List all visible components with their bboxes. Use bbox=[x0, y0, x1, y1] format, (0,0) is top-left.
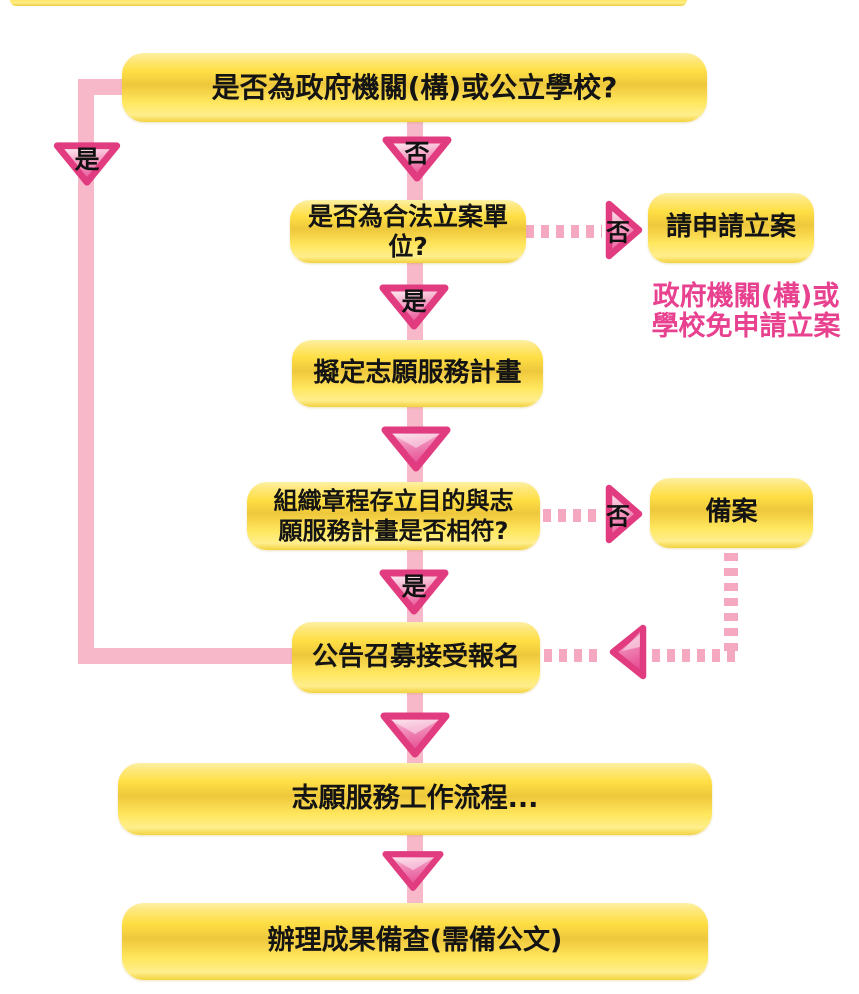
node-q-charter-label: 組織章程存立目的與志 願服務計畫是否相符? bbox=[274, 486, 514, 546]
connector-dashed-no-1 bbox=[526, 225, 602, 238]
node-q-government-label: 是否為政府機關(構)或公立學校? bbox=[211, 70, 618, 104]
node-record-label: 備案 bbox=[705, 497, 758, 528]
note-exemption-line2: 學校免申請立案 bbox=[651, 311, 841, 342]
node-apply-register-label: 請申請立案 bbox=[665, 212, 796, 243]
node-record: 備案 bbox=[650, 478, 813, 548]
node-report-label: 辦理成果備查(需備公文) bbox=[267, 925, 563, 957]
node-draft-plan: 擬定志願服務計畫 bbox=[292, 340, 543, 407]
connector-dashed-return-right bbox=[652, 649, 738, 662]
left-arrow-return-icon bbox=[604, 621, 650, 683]
node-q-government: 是否為政府機關(構)或公立學校? bbox=[122, 53, 707, 122]
down-arrow-yes-label: 是 bbox=[401, 572, 427, 601]
node-announce-label: 公告召募接受報名 bbox=[311, 641, 520, 672]
node-top-partial bbox=[10, 0, 687, 6]
connector-yes-branch-vertical bbox=[78, 79, 94, 664]
down-arrow-icon bbox=[378, 848, 448, 894]
yes-branch-arrow-icon: 是 bbox=[50, 139, 124, 189]
down-arrow-yes-icon: 是 bbox=[376, 281, 452, 333]
connector-yes-branch-bottom bbox=[78, 648, 292, 664]
node-workflow: 志願服務工作流程... bbox=[118, 763, 712, 835]
right-arrow-no-icon: 否 bbox=[602, 481, 646, 547]
node-q-legal-label: 是否為合法立案單位? bbox=[307, 201, 508, 261]
node-apply-register: 請申請立案 bbox=[648, 193, 814, 263]
down-arrow-no-icon: 否 bbox=[379, 133, 455, 185]
node-draft-plan-label: 擬定志願服務計畫 bbox=[313, 357, 522, 388]
down-arrow-yes-label: 是 bbox=[401, 287, 427, 316]
yes-branch-arrow-label: 是 bbox=[74, 145, 100, 174]
node-report: 辦理成果備查(需備公文) bbox=[122, 903, 708, 980]
note-exemption: 政府機關(構)或 學校免申請立案 bbox=[636, 282, 856, 342]
down-arrow-icon bbox=[378, 423, 454, 475]
node-q-charter-line2: 願服務計畫是否相符? bbox=[278, 517, 509, 545]
node-q-charter-line1: 組織章程存立目的與志 bbox=[273, 487, 514, 515]
node-workflow-label: 志願服務工作流程... bbox=[291, 782, 539, 814]
down-arrow-icon bbox=[377, 709, 453, 761]
node-announce: 公告召募接受報名 bbox=[292, 622, 540, 693]
right-arrow-no-icon: 否 bbox=[602, 197, 646, 263]
down-arrow-yes-icon: 是 bbox=[376, 566, 452, 618]
node-q-legal: 是否為合法立案單位? bbox=[290, 200, 526, 263]
right-arrow-no-label: 否 bbox=[606, 218, 630, 247]
down-arrow-no-label: 否 bbox=[404, 139, 430, 168]
note-exemption-line1: 政府機關(構)或 bbox=[652, 281, 840, 312]
node-q-charter: 組織章程存立目的與志 願服務計畫是否相符? bbox=[247, 482, 540, 550]
right-arrow-no-label: 否 bbox=[606, 502, 630, 531]
connector-dashed-record-down bbox=[724, 553, 738, 655]
connector-dashed-return-left bbox=[544, 649, 602, 662]
connector-dashed-no-2 bbox=[543, 509, 600, 522]
